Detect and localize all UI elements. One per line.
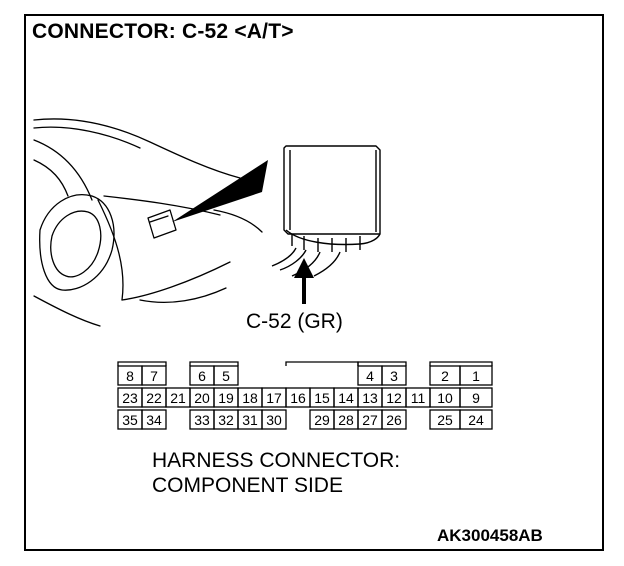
pin-cell (141, 365, 167, 386)
pin-cell (261, 409, 287, 430)
pin-number: 18 (242, 390, 258, 406)
pin-number: 8 (126, 368, 134, 384)
pin-number: 32 (218, 412, 234, 428)
pin-number: 10 (437, 390, 453, 406)
pin-number: 15 (314, 390, 330, 406)
pin-number: 3 (390, 368, 398, 384)
pin-number: 16 (290, 390, 306, 406)
caption-line-2: COMPONENT SIDE (152, 474, 343, 497)
pin-number: 1 (472, 368, 480, 384)
pin-number: 13 (362, 390, 378, 406)
connector-key-outline (117, 361, 167, 366)
diagram-title: CONNECTOR: C-52 <A/T> (32, 20, 294, 43)
caption-line-1: HARNESS CONNECTOR: (152, 449, 401, 472)
pin-number: 33 (194, 412, 210, 428)
pin-cell (459, 365, 493, 386)
pin-number: 27 (362, 412, 378, 428)
pin-number: 9 (472, 390, 480, 406)
pin-number: 23 (122, 390, 138, 406)
diagram-frame (24, 14, 604, 551)
connector-label: C-52 (GR) (246, 310, 343, 333)
pin-cell (381, 409, 407, 430)
harness-caption: HARNESS CONNECTOR: COMPONENT SIDE (152, 448, 400, 498)
connector-key-outline (189, 361, 239, 366)
pin-number: 4 (366, 368, 374, 384)
reference-code: AK300458AB (437, 526, 543, 545)
pin-number: 21 (170, 390, 186, 406)
pin-number: 30 (266, 412, 282, 428)
pin-number: 29 (314, 412, 330, 428)
pin-number: 26 (386, 412, 402, 428)
pin-number: 25 (437, 412, 453, 428)
pin-number: 19 (218, 390, 234, 406)
pin-number: 5 (222, 368, 230, 384)
pin-cell (459, 387, 493, 408)
pin-number: 35 (122, 412, 138, 428)
connector-key-outline (285, 361, 359, 366)
pin-number: 2 (441, 368, 449, 384)
pin-number: 17 (266, 390, 282, 406)
pin-number: 14 (338, 390, 354, 406)
pin-number: 20 (194, 390, 210, 406)
pin-number: 12 (386, 390, 402, 406)
pin-number: 22 (146, 390, 162, 406)
pin-cell (141, 409, 167, 430)
pin-cell (459, 409, 493, 430)
pin-number: 6 (198, 368, 206, 384)
connector-key-outline (429, 361, 493, 366)
pin-number: 31 (242, 412, 258, 428)
pin-cell (381, 365, 407, 386)
pin-number: 11 (411, 390, 426, 406)
pin-number: 28 (338, 412, 354, 428)
pin-number: 24 (468, 412, 484, 428)
connector-key-outline (357, 361, 407, 366)
pin-cell (213, 365, 239, 386)
pin-number: 34 (146, 412, 162, 428)
pin-number: 7 (150, 368, 158, 384)
